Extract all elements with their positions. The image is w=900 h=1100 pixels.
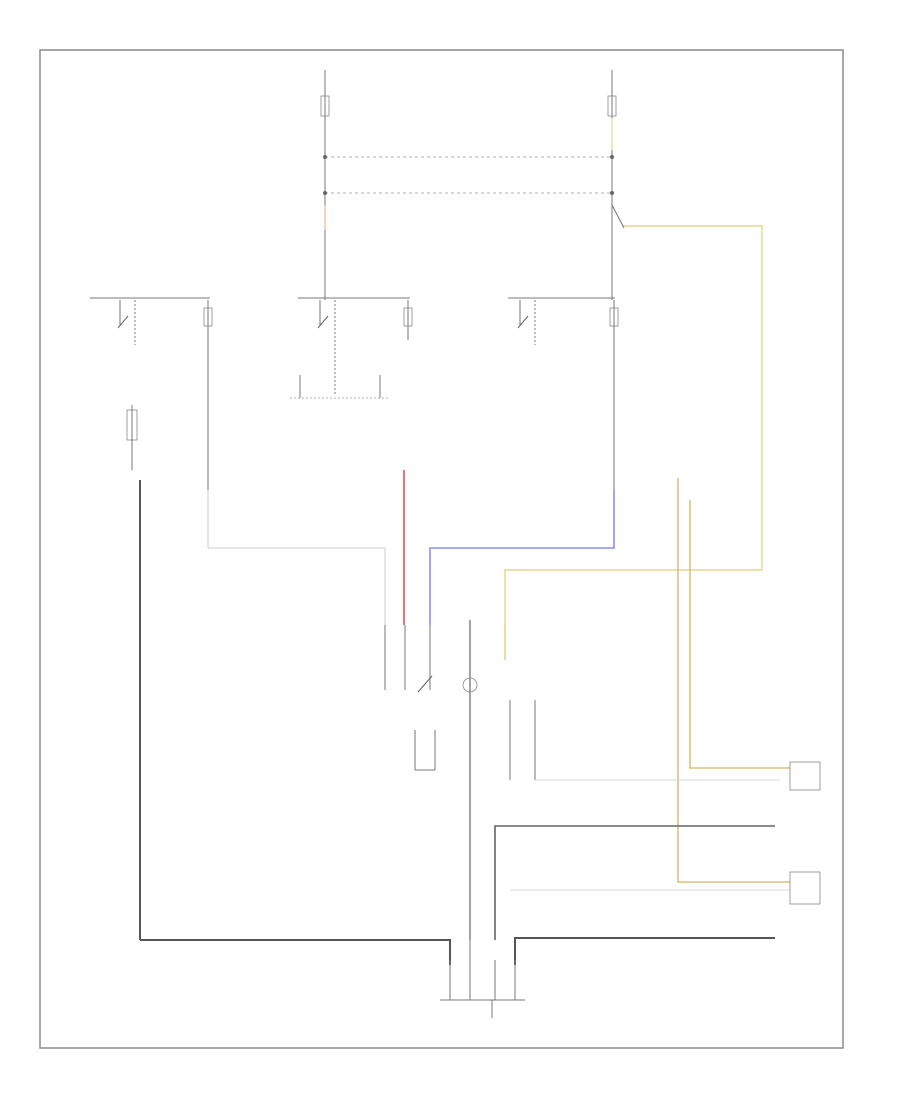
connector-row-mid: [139, 470, 790, 940]
control-module: [384, 620, 536, 940]
fuse-block-left: [320, 70, 330, 300]
ground-connector: [440, 940, 525, 1018]
wire-heavy-bottom: [140, 939, 451, 965]
switch-assembly: [290, 375, 390, 399]
fuse-block-right: [607, 70, 617, 300]
wire-yellow-feed: [504, 225, 763, 625]
diagram-frame: [39, 49, 844, 1049]
switch-left: [126, 405, 138, 470]
wire-heavy-upper: [494, 825, 775, 940]
right-component-upper: [535, 761, 821, 791]
right-component-lower: [510, 868, 821, 905]
relay-row: [90, 297, 619, 490]
wire-heavy-bottom-right: [514, 937, 775, 965]
